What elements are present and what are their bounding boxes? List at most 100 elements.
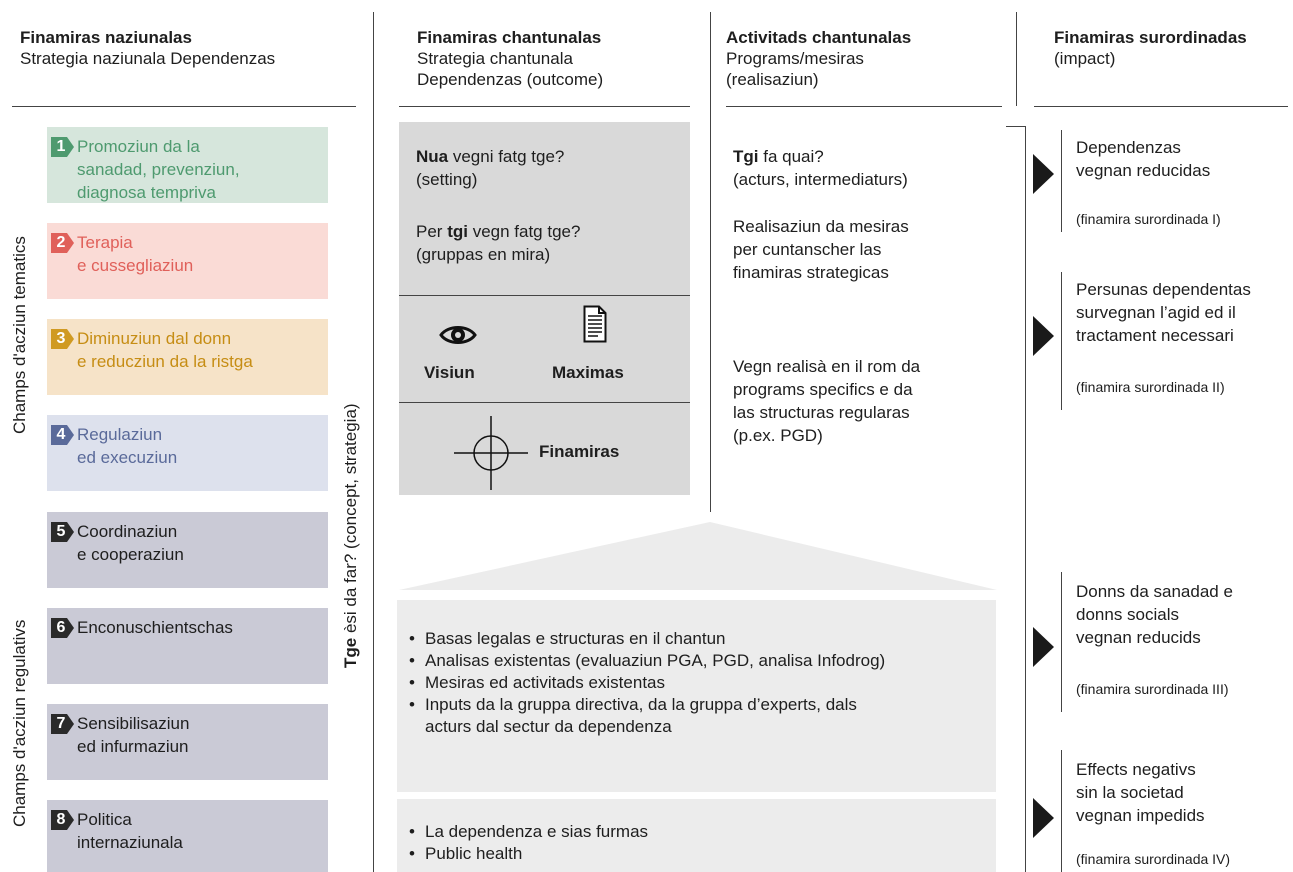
field-number-badge: 5 bbox=[51, 522, 75, 542]
context-box: La dependenza e sias furmasPublic health bbox=[397, 799, 996, 872]
label-thematic-fields: Champs d'acziun tematics bbox=[10, 236, 29, 434]
column-separator-3 bbox=[1016, 12, 1017, 106]
crosshair-icon bbox=[454, 416, 528, 490]
label-concept-bold: Tge bbox=[341, 637, 360, 668]
activities-who-rest: fa quai? bbox=[758, 147, 824, 166]
where-bold: Nua bbox=[416, 147, 449, 166]
eye-icon bbox=[439, 326, 477, 344]
impact-text: Effects negativs sin la societad vegnan im… bbox=[1076, 758, 1205, 827]
impact-line: survegnan l’agid ed il bbox=[1076, 303, 1236, 322]
field-number-badge: 6 bbox=[51, 618, 75, 638]
field-label-line1: Promoziun da la bbox=[77, 137, 200, 156]
impact-arrow-icon bbox=[1033, 798, 1054, 838]
bullet-item: Inputs da la gruppa directiva, da la gru… bbox=[409, 694, 885, 716]
arrow-badge-icon bbox=[51, 425, 74, 445]
arrow-badge-icon bbox=[51, 810, 74, 830]
field-number-badge: 7 bbox=[51, 714, 75, 734]
impact-bracket-line bbox=[1061, 572, 1062, 712]
column-separator-2 bbox=[710, 12, 711, 512]
impact-bracket-vertical bbox=[1025, 126, 1026, 872]
arrow-badge-icon bbox=[51, 329, 74, 349]
basis-bullet-list: Basas legalas e structuras en il chantun… bbox=[409, 628, 885, 738]
divider-cantonal-goals bbox=[399, 106, 690, 107]
field-number: 4 bbox=[56, 426, 66, 443]
bullet-item: Basas legalas e structuras en il chantun bbox=[409, 628, 885, 650]
header-superordinate-title: Finamiras surordinadas bbox=[1054, 28, 1247, 47]
header-superordinate-subtitle: (impact) bbox=[1054, 49, 1116, 68]
impact-line: Donns da sanadad e bbox=[1076, 582, 1233, 601]
who-sub: (gruppas en mira) bbox=[416, 245, 551, 264]
impact-line: sin la societad bbox=[1076, 783, 1184, 802]
impl-line-3: finamiras strategicas bbox=[733, 263, 889, 282]
where-question: Nua vegni fatg tge? (setting) bbox=[416, 145, 564, 191]
field-number-badge: 8 bbox=[51, 810, 75, 830]
field-label-line2: ed infurmaziun bbox=[77, 737, 189, 756]
field-number-badge: 4 bbox=[51, 425, 75, 445]
basis-roof-shape bbox=[399, 522, 997, 590]
activities-implementation: Realisaziun da mesiras per cuntanscher l… bbox=[733, 215, 909, 284]
impact-bracket-line bbox=[1061, 272, 1062, 410]
field-label-line1: Coordinaziun bbox=[77, 522, 178, 541]
impact-line: Effects negativs bbox=[1076, 760, 1196, 779]
impact-line: vegnan impedids bbox=[1076, 806, 1205, 825]
divider-national bbox=[12, 106, 356, 107]
impact-line: donns socials bbox=[1076, 605, 1180, 624]
column-separator-1 bbox=[373, 12, 374, 872]
box-divider-2 bbox=[399, 402, 690, 403]
divider-activities bbox=[726, 106, 1002, 107]
impact-line: vegnan reducidas bbox=[1076, 161, 1211, 180]
header-cantonal-activities-sub2: (realisaziun) bbox=[726, 70, 819, 89]
impact-arrow-icon bbox=[1033, 627, 1054, 667]
document-icon bbox=[583, 305, 607, 343]
field-number-badge: 2 bbox=[51, 233, 75, 253]
header-cantonal-activities: Activitads chantunalas Programs/mesiras … bbox=[726, 27, 911, 90]
label-concept-strategy: Tge èsi da far? (concept, strategia) bbox=[341, 403, 361, 668]
header-superordinate: Finamiras surordinadas (impact) bbox=[1054, 27, 1247, 69]
field-number: 3 bbox=[56, 330, 66, 347]
bullet-item: La dependenza e sias furmas bbox=[409, 821, 648, 843]
header-cantonal-activities-sub1: Programs/mesiras bbox=[726, 49, 864, 68]
bullet-item: Mesiras ed activitads existentas bbox=[409, 672, 885, 694]
field-label-line2: e cooperaziun bbox=[77, 545, 184, 564]
impact-bracket-line bbox=[1061, 750, 1062, 872]
impact-subtitle: (finamira surordinada II) bbox=[1076, 379, 1225, 395]
field-label-line1: Regulaziun bbox=[77, 425, 163, 444]
header-national-subtitle: Strategia naziunala Dependenzas bbox=[20, 49, 276, 68]
who-question: Per tgi vegn fatg tge? (gruppas en mira) bbox=[416, 220, 580, 266]
header-national-title: Finamiras naziunalas bbox=[20, 28, 192, 47]
field-label-line1: Terapia bbox=[77, 233, 133, 252]
impact-arrow-icon bbox=[1033, 154, 1054, 194]
arrow-badge-icon bbox=[51, 233, 74, 253]
label-regulative-fields: Champs d'acziun regulativs bbox=[10, 619, 29, 827]
header-cantonal-goals-sub2: Dependenzas (outcome) bbox=[417, 70, 604, 89]
who-pre: Per bbox=[416, 222, 448, 241]
impact-line: vegnan reducids bbox=[1076, 628, 1201, 647]
impact-arrow-icon bbox=[1033, 316, 1054, 356]
arrow-badge-icon bbox=[51, 522, 74, 542]
maxims-label: Maximas bbox=[552, 363, 624, 382]
box-divider-1 bbox=[399, 295, 690, 296]
field-label-line2: e cussegliaziun bbox=[77, 256, 194, 275]
activities-who-bold: Tgi bbox=[733, 147, 759, 166]
field-label-line1: Diminuziun dal donn bbox=[77, 329, 232, 348]
impact-subtitle: (finamira surordinada III) bbox=[1076, 681, 1229, 697]
field-label-line1: Politica bbox=[77, 810, 132, 829]
goals-label: Finamiras bbox=[539, 442, 620, 461]
field-number: 6 bbox=[56, 619, 66, 636]
prog-line-3: las structuras regularas bbox=[733, 403, 910, 422]
impl-line-1: Realisaziun da mesiras bbox=[733, 217, 909, 236]
arrow-badge-icon bbox=[51, 618, 74, 638]
impact-text: Donns da sanadad e donns socials vegnan re… bbox=[1076, 580, 1233, 649]
prog-line-1: Vegn realisà en il rom da bbox=[733, 357, 921, 376]
impact-bracket-line bbox=[1061, 130, 1062, 232]
field-number: 2 bbox=[56, 234, 66, 251]
arrow-badge-icon bbox=[51, 137, 74, 157]
